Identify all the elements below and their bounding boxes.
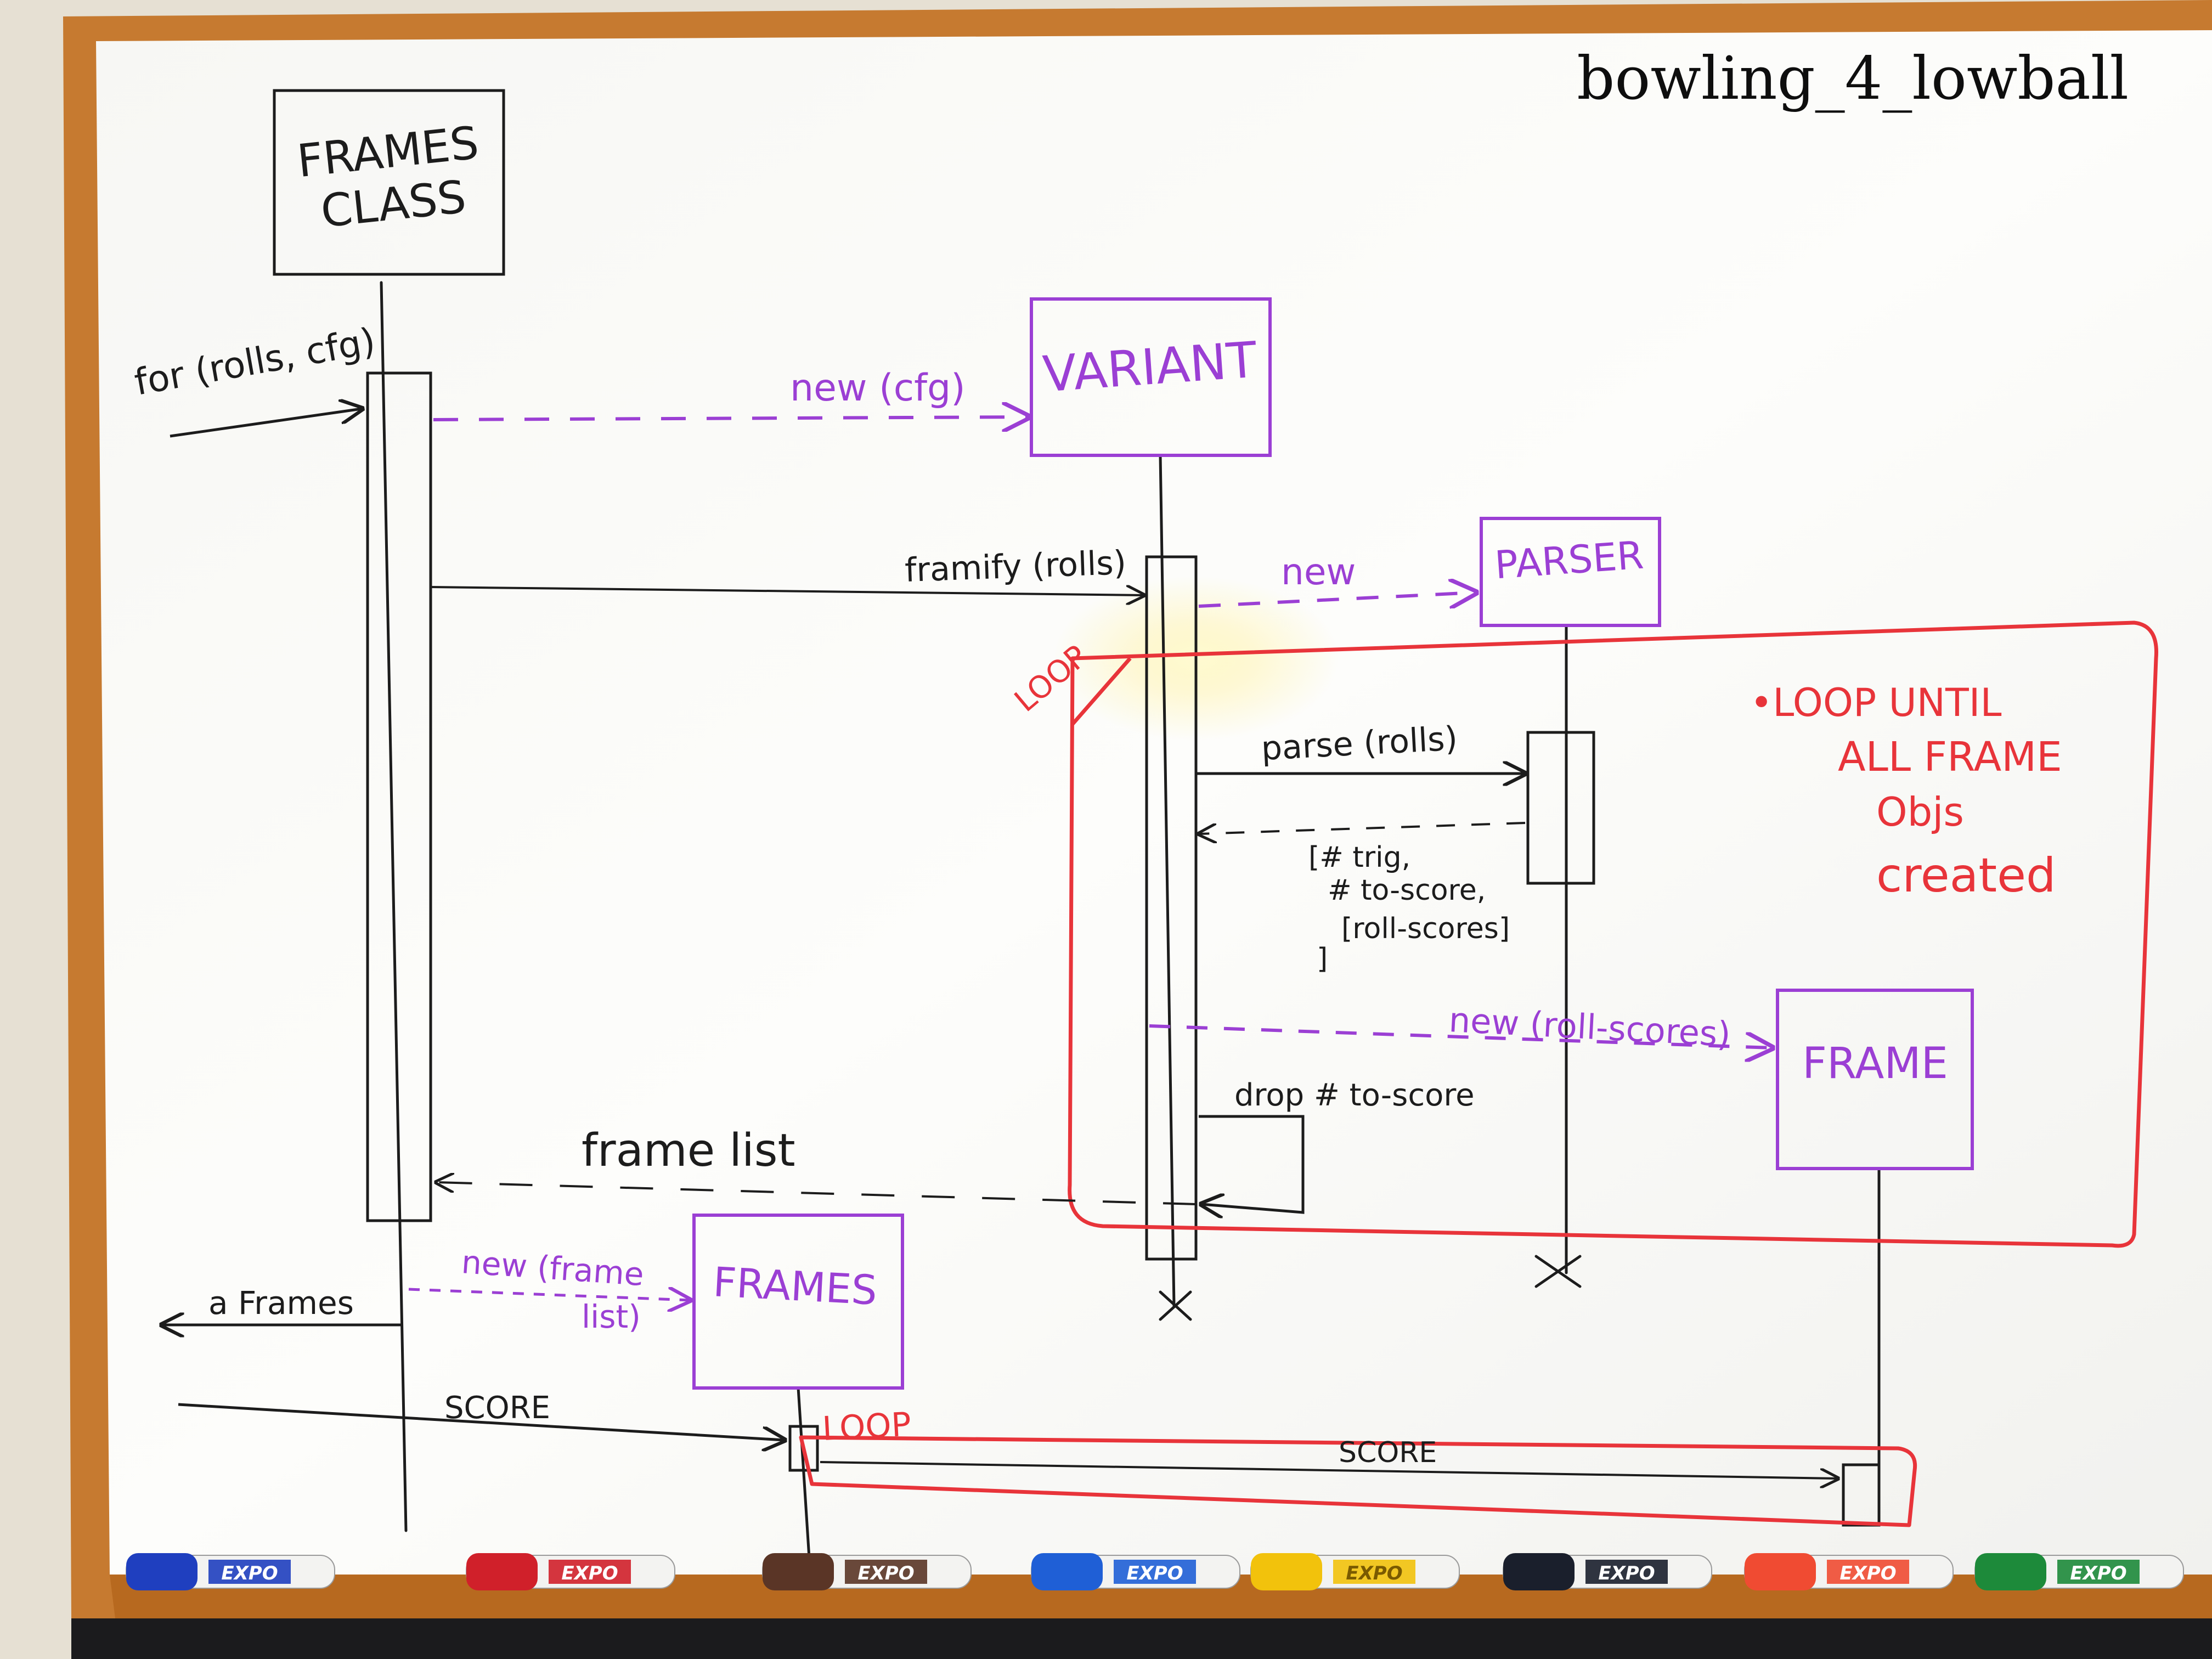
msg-new-cfg: new (cfg)	[790, 366, 966, 410]
marker-5[interactable]: EXPO	[1250, 1553, 1460, 1590]
label-parser: PARSER	[1493, 533, 1645, 588]
msg-drop-to-score: drop # to-score	[1234, 1077, 1475, 1113]
marker-label-band	[208, 1560, 291, 1584]
marker-label-band	[1114, 1560, 1196, 1584]
loop1-note-line2: ALL FRAME	[1838, 733, 2062, 781]
marker-3[interactable]: EXPO	[762, 1553, 972, 1590]
marker-brand-text: EXPO	[1598, 1562, 1655, 1584]
loop2-label: LOOP	[821, 1406, 912, 1448]
marker-tray-items: EXPO EXPO EXPO EXPO EXPO EXPO EXPO EXPO	[126, 1553, 2184, 1590]
lifeline-head-variant	[1030, 297, 1272, 457]
lifeline-head-parser	[1480, 517, 1661, 627]
msg-parse-return-2: # to-score,	[1328, 874, 1486, 907]
marker-label-band	[1585, 1560, 1668, 1584]
loop1-note-line3: Objs	[1876, 789, 1964, 835]
lifeline-head-frames-class	[273, 89, 505, 276]
activation-parser	[1526, 731, 1595, 885]
marker-cap	[1975, 1553, 2046, 1590]
marker-brand-text: EXPO	[561, 1562, 618, 1584]
marker-cap	[1745, 1553, 1816, 1590]
marker-label-band	[549, 1560, 631, 1584]
lifeline-head-frames	[692, 1214, 904, 1390]
msg-score-in: SCORE	[444, 1390, 550, 1426]
marker-cap	[1251, 1553, 1322, 1590]
msg-new-parser: new	[1281, 551, 1356, 593]
activation-variant	[1145, 555, 1198, 1261]
marker-brand-text: EXPO	[2070, 1562, 2126, 1584]
msg-a-frames: a Frames	[208, 1284, 354, 1322]
lifeline-frames	[797, 1386, 811, 1560]
msg-parse-return-4: ]	[1317, 943, 1328, 975]
msg-parse-return-1: [# trig,	[1308, 841, 1410, 874]
marker-cap	[126, 1553, 198, 1590]
marker-6[interactable]: EXPO	[1503, 1553, 1712, 1590]
marker-label-band	[1333, 1560, 1415, 1584]
marker-label-band	[2057, 1560, 2140, 1584]
marker-brand-text: EXPO	[857, 1562, 914, 1584]
activation-frames	[788, 1425, 819, 1472]
arrow-for-rolls-cfg	[170, 409, 362, 438]
arrow-drop-to-score	[1199, 1115, 1305, 1212]
marker-brand-text: EXPO	[1126, 1562, 1183, 1584]
marker-brand-text: EXPO	[221, 1562, 278, 1584]
marker-cap	[1031, 1553, 1103, 1590]
marker-cap	[466, 1553, 538, 1590]
arrow-frame-list	[436, 1182, 1197, 1205]
loop1-note-line1: •LOOP UNTIL	[1750, 680, 2001, 725]
arrow-framify	[430, 587, 1144, 595]
marker-1[interactable]: EXPO	[126, 1553, 335, 1590]
activation-frames-class	[366, 371, 432, 1222]
marker-cap	[1503, 1553, 1575, 1590]
tray-shadow	[71, 1618, 2212, 1659]
arrow-score-in	[178, 1403, 785, 1440]
msg-parse-return-3: [roll-scores]	[1341, 912, 1510, 945]
lifeline-head-frame	[1776, 989, 1974, 1170]
lifeline-variant	[1159, 454, 1176, 1307]
marker-brand-text: EXPO	[1839, 1562, 1896, 1584]
marker-brand-text: EXPO	[1346, 1562, 1402, 1584]
caption-title: bowling_4_lowball	[1577, 44, 2129, 113]
label-frames: FRAMES	[712, 1259, 878, 1314]
marker-label-band	[1827, 1560, 1909, 1584]
loop-fragment-2	[799, 1435, 1917, 1527]
msg-frame-list: frame list	[582, 1125, 795, 1177]
marker-8[interactable]: EXPO	[1974, 1553, 2184, 1590]
arrow-new-cfg	[433, 417, 1029, 420]
msg-framify: framify (rolls)	[904, 544, 1127, 590]
loop-fragment-1	[1068, 620, 2158, 1248]
destroy-variant	[1159, 1290, 1192, 1321]
label-frame: FRAME	[1802, 1039, 1948, 1088]
loop-fragment-1-tab	[1071, 657, 1132, 726]
marker-label-band	[845, 1560, 927, 1584]
marker-cap	[763, 1553, 834, 1590]
arrow-new-roll-scores	[1149, 1024, 1772, 1048]
arrow-score-inner	[820, 1461, 1838, 1479]
msg-new-frame-list-2: list)	[582, 1298, 641, 1335]
arrow-new-frame-list	[408, 1289, 690, 1300]
loop1-note-line4: created	[1876, 848, 2056, 903]
marker-4[interactable]: EXPO	[1031, 1553, 1240, 1590]
marker-7[interactable]: EXPO	[1744, 1553, 1954, 1590]
msg-score-inner: SCORE	[1339, 1436, 1437, 1469]
lifeline-frames-class	[380, 281, 408, 1532]
destroy-parser	[1534, 1255, 1582, 1288]
marker-2[interactable]: EXPO	[466, 1553, 675, 1590]
arrow-new-parser	[1198, 592, 1476, 606]
